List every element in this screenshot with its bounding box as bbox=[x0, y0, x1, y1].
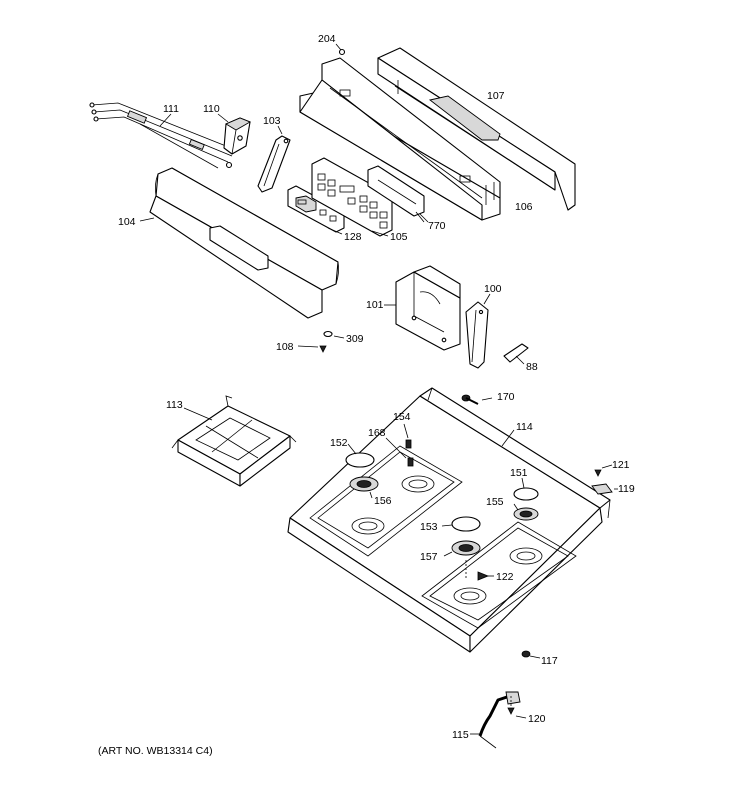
part-labels: 204 107 111 110 103 104 128 105 770 106 … bbox=[118, 33, 635, 741]
label-156: 156 bbox=[374, 495, 392, 507]
grommet-117 bbox=[521, 650, 541, 659]
top-trim-107 bbox=[377, 47, 576, 211]
tube-115 bbox=[470, 691, 521, 749]
cooktop-114 bbox=[287, 387, 611, 653]
label-204: 204 bbox=[318, 33, 336, 45]
burner-head-157 bbox=[443, 540, 481, 557]
burner-cap-152 bbox=[345, 443, 375, 468]
burner-head-155 bbox=[513, 503, 539, 521]
bracket-103 bbox=[257, 125, 291, 193]
label-100: 100 bbox=[484, 283, 502, 295]
label-110: 110 bbox=[203, 103, 220, 115]
label-157: 157 bbox=[420, 551, 438, 563]
label-106: 106 bbox=[515, 201, 533, 213]
label-115: 115 bbox=[452, 729, 469, 741]
screw-121 bbox=[594, 464, 613, 477]
burner-head-156 bbox=[349, 476, 379, 499]
label-168: 168 bbox=[368, 427, 386, 439]
screw-108 bbox=[297, 345, 327, 353]
screw-120 bbox=[507, 696, 527, 719]
label-154: 154 bbox=[393, 411, 411, 423]
burner-cap-151 bbox=[513, 477, 539, 501]
label-120: 120 bbox=[528, 713, 546, 725]
label-107: 107 bbox=[487, 90, 505, 102]
label-151: 151 bbox=[510, 467, 528, 479]
clip-119 bbox=[591, 483, 618, 495]
label-114: 114 bbox=[516, 421, 533, 433]
board-770 bbox=[367, 165, 429, 223]
control-board-105 bbox=[311, 157, 393, 237]
washer-309 bbox=[323, 330, 345, 339]
control-panel-104 bbox=[139, 167, 340, 319]
screw-170 bbox=[461, 394, 493, 405]
bracket-100 bbox=[465, 293, 491, 369]
label-119: 119 bbox=[618, 483, 635, 495]
label-128: 128 bbox=[344, 231, 362, 243]
orifice-122 bbox=[465, 560, 494, 581]
label-152: 152 bbox=[330, 437, 348, 449]
label-170: 170 bbox=[497, 391, 515, 403]
clock-switch-110 bbox=[217, 113, 252, 155]
bracket-101 bbox=[384, 265, 461, 351]
igniter-88 bbox=[503, 343, 529, 365]
label-122: 122 bbox=[496, 571, 514, 583]
label-108: 108 bbox=[276, 341, 294, 353]
label-88: 88 bbox=[526, 361, 538, 373]
screw-204 bbox=[335, 43, 346, 56]
electrode-154 bbox=[403, 423, 412, 449]
label-309: 309 bbox=[346, 333, 364, 345]
label-104: 104 bbox=[118, 216, 136, 228]
art-number: (ART NO. WB13314 C4) bbox=[98, 745, 213, 757]
wire-harness-111 bbox=[89, 102, 237, 169]
label-101: 101 bbox=[366, 299, 384, 311]
label-111: 111 bbox=[163, 103, 179, 115]
burner-cap-153 bbox=[441, 516, 481, 532]
label-103: 103 bbox=[263, 115, 281, 127]
overlay-128 bbox=[287, 185, 345, 235]
burner-grate-113 bbox=[171, 395, 297, 487]
electrode-168 bbox=[385, 437, 414, 467]
label-770: 770 bbox=[428, 220, 446, 232]
label-117: 117 bbox=[541, 655, 558, 667]
label-105: 105 bbox=[390, 231, 408, 243]
label-113: 113 bbox=[166, 399, 183, 411]
label-121: 121 bbox=[612, 459, 630, 471]
label-153: 153 bbox=[420, 521, 438, 533]
rear-panel-106 bbox=[299, 57, 501, 221]
label-155: 155 bbox=[486, 496, 504, 508]
